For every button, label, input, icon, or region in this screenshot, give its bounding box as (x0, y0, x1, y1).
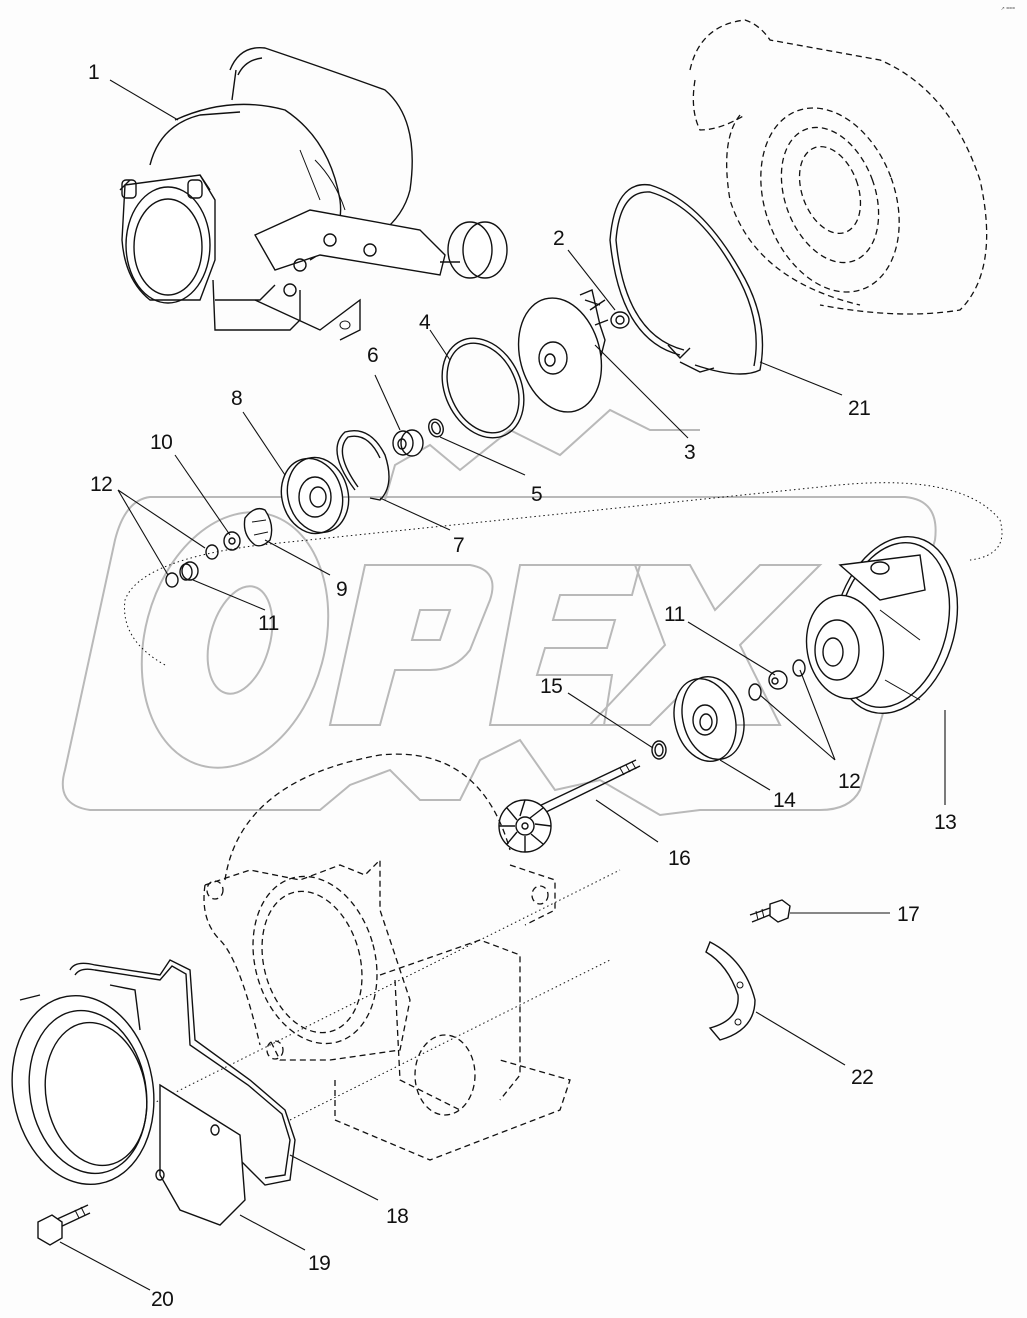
nut (610, 311, 630, 329)
lock-plate (705, 941, 756, 1041)
callout-11-left: 11 (258, 612, 279, 635)
callout-8: 8 (231, 387, 243, 410)
callout-9: 9 (336, 578, 348, 601)
callout-14: 14 (773, 789, 796, 812)
callout-11-right: 11 (664, 603, 685, 626)
callout-15: 15 (540, 675, 563, 698)
seal-plate (280, 456, 350, 535)
retaining-ring-right (748, 659, 806, 701)
turbine-wheel-shaft (498, 759, 641, 853)
thrust-bearing (243, 507, 273, 547)
watermark-logo (61, 408, 937, 817)
callout-10: 10 (150, 431, 173, 454)
heat-shield (673, 675, 745, 763)
callout-22: 22 (851, 1066, 874, 1089)
callout-12-left: 12 (90, 473, 113, 496)
leader-lines (59, 79, 946, 1291)
snap-ring (336, 430, 390, 501)
callout-6: 6 (367, 344, 379, 367)
turbine-housing-outline (203, 753, 571, 1161)
callout-3: 3 (684, 441, 696, 464)
piston-ring-15 (651, 740, 667, 760)
callout-2: 2 (553, 227, 565, 250)
callout-21: 21 (848, 397, 871, 420)
journal-bearing-right (768, 670, 788, 690)
callout-16: 16 (668, 847, 691, 870)
callout-12-right: 12 (838, 770, 861, 793)
o-ring (441, 337, 525, 439)
bolt-17 (749, 899, 791, 923)
callout-17: 17 (897, 903, 920, 926)
corner-mark: ↗ === (1000, 6, 1015, 12)
callout-7: 7 (453, 534, 465, 557)
clamp-ring (609, 183, 764, 375)
callout-19: 19 (308, 1252, 331, 1275)
journal-bearing-left (179, 561, 199, 581)
thrust-collar (223, 531, 241, 551)
callout-18: 18 (386, 1205, 409, 1228)
gasket (69, 959, 296, 1186)
callout-20: 20 (151, 1288, 174, 1311)
thrust-sleeve (392, 429, 424, 457)
piston-ring (428, 418, 444, 438)
bolt-20 (37, 1204, 91, 1246)
callout-1: 1 (88, 61, 100, 84)
retaining-ring-left (165, 544, 219, 588)
compressor-housing-outline (689, 19, 988, 315)
bearing-housing (805, 535, 959, 715)
callout-5: 5 (531, 483, 543, 506)
callout-13: 13 (934, 811, 957, 834)
outlet-elbow (11, 984, 246, 1226)
callout-4: 4 (419, 311, 431, 334)
compressor-wheel (517, 289, 609, 413)
turbocharger-assembly (119, 46, 508, 341)
